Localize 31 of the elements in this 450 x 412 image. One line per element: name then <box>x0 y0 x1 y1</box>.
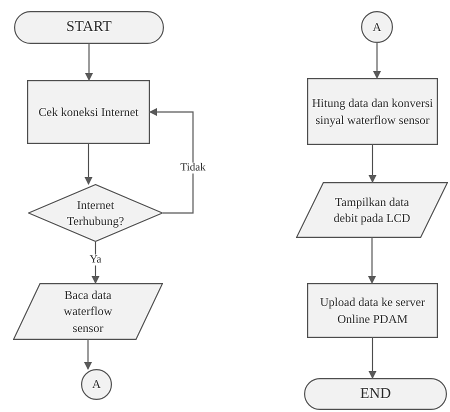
edge-label: Ya <box>88 254 102 265</box>
terminator-shape <box>304 378 447 410</box>
node-text: END <box>360 384 391 404</box>
node-text: Internet Terhubung? <box>66 196 126 230</box>
terminator-shape <box>14 11 164 44</box>
node-text: Baca data waterflow sensor <box>62 287 114 336</box>
arrow <box>84 340 92 370</box>
arrow <box>368 338 376 379</box>
connector-circle <box>81 369 112 400</box>
arrow <box>149 108 194 214</box>
arrow <box>84 144 92 185</box>
node-text: A <box>372 18 382 36</box>
arrow <box>368 145 376 183</box>
node-text: Tampilkan data debit pada LCD <box>332 194 412 226</box>
connector-circle <box>361 11 393 43</box>
node-text: Hitung data dan konversi sinyal waterflow sensor <box>311 95 434 128</box>
arrow <box>368 238 376 284</box>
data-parallelogram <box>13 283 163 340</box>
data-parallelogram <box>296 182 448 238</box>
process-box <box>307 78 438 145</box>
node-text: A <box>92 376 101 393</box>
node-text: Cek koneksi Internet <box>38 104 138 120</box>
edge-label: Tidak <box>179 162 207 173</box>
decision-diamond <box>28 184 163 242</box>
process-box <box>307 283 438 338</box>
arrow <box>85 44 93 81</box>
process-box <box>27 80 150 144</box>
arrow <box>92 242 100 284</box>
node-text: START <box>66 18 112 38</box>
node-text: Upload data ke server Online PDAM <box>319 294 426 327</box>
arrow <box>373 43 381 79</box>
